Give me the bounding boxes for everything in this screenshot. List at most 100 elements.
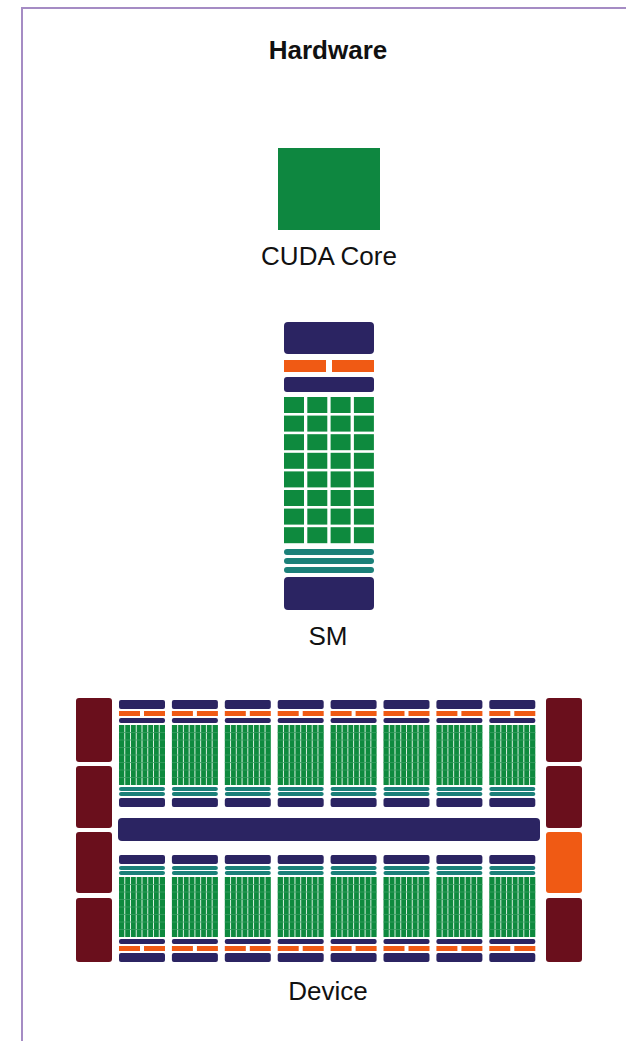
mini-core-line	[384, 769, 430, 771]
sm-core-cell	[307, 490, 327, 506]
mini-core-line	[278, 921, 324, 923]
mini-core-line	[225, 884, 271, 886]
mini-core-line	[119, 762, 165, 764]
mini-navy	[278, 953, 324, 962]
mini-teal	[331, 866, 377, 870]
mini-orange	[250, 946, 271, 951]
mini-orange	[303, 946, 324, 951]
mini-core-line	[172, 732, 218, 734]
mini-teal	[489, 787, 535, 791]
sm-core-cell	[307, 416, 327, 432]
mini-core-line	[172, 891, 218, 893]
mini-teal	[436, 866, 482, 870]
mini-core-line	[225, 769, 271, 771]
mini-orange	[197, 711, 218, 716]
mini-teal	[172, 792, 218, 796]
mini-core-line	[172, 884, 218, 886]
mini-core-line	[489, 777, 535, 779]
mini-core-line	[436, 914, 482, 916]
mini-core-line	[119, 921, 165, 923]
mini-navy	[331, 953, 377, 962]
mini-teal	[384, 871, 430, 875]
mini-navy	[119, 718, 165, 723]
mini-cores	[436, 725, 482, 785]
sm-core-cell	[354, 416, 374, 432]
mini-core-line	[225, 762, 271, 764]
mini-core-line	[278, 899, 324, 901]
device-side-block	[76, 832, 112, 893]
mini-navy	[436, 700, 482, 709]
mini-core-line	[119, 929, 165, 931]
mini-core-line	[331, 914, 377, 916]
mini-core-line	[489, 739, 535, 741]
mini-navy	[436, 798, 482, 807]
mini-core-line	[384, 732, 430, 734]
mini-core-line	[489, 921, 535, 923]
sm-teal-bar	[284, 567, 374, 573]
mini-navy	[172, 700, 218, 709]
mini-cores	[172, 725, 218, 785]
mini-core-line	[436, 884, 482, 886]
mini-orange	[144, 946, 165, 951]
mini-navy	[225, 953, 271, 962]
mini-cores	[331, 877, 377, 937]
mini-core-line	[436, 732, 482, 734]
mini-navy	[225, 718, 271, 723]
mini-orange	[119, 946, 140, 951]
mini-core-line	[278, 732, 324, 734]
mini-navy	[172, 855, 218, 864]
mini-teal	[278, 792, 324, 796]
mini-core-line	[489, 914, 535, 916]
mini-core-line	[489, 769, 535, 771]
mini-orange	[461, 946, 482, 951]
mini-core-line	[436, 769, 482, 771]
mini-core-line	[172, 914, 218, 916]
device-side-block	[76, 766, 112, 828]
mini-teal	[172, 871, 218, 875]
mini-cores	[278, 877, 324, 937]
mini-core-line	[331, 906, 377, 908]
device-side-block	[76, 898, 112, 962]
mini-core-line	[436, 929, 482, 931]
mini-teal	[225, 787, 271, 791]
mini-core-line	[331, 739, 377, 741]
mini-core-line	[225, 747, 271, 749]
mini-teal	[225, 866, 271, 870]
mini-teal	[489, 866, 535, 870]
mini-navy	[278, 939, 324, 944]
mini-core-line	[225, 777, 271, 779]
device-side-block	[546, 832, 582, 893]
sm-core-cell	[284, 434, 304, 450]
mini-teal	[489, 792, 535, 796]
mini-cores	[119, 877, 165, 937]
mini-core-line	[278, 884, 324, 886]
mini-core-line	[119, 747, 165, 749]
mini-core-line	[331, 899, 377, 901]
mini-orange	[225, 711, 246, 716]
mini-teal	[278, 871, 324, 875]
mini-orange	[384, 711, 405, 716]
mini-core-line	[489, 891, 535, 893]
mini-core-line	[436, 739, 482, 741]
mini-teal	[172, 787, 218, 791]
mini-core-line	[172, 921, 218, 923]
mini-core-line	[278, 769, 324, 771]
mini-navy	[119, 939, 165, 944]
mini-cores	[225, 877, 271, 937]
mini-core-line	[331, 747, 377, 749]
frame-border	[22, 8, 626, 1041]
mini-navy	[119, 953, 165, 962]
mini-core-line	[436, 747, 482, 749]
mini-core-line	[436, 762, 482, 764]
mini-core-line	[489, 899, 535, 901]
mini-teal	[331, 871, 377, 875]
mini-core-line	[436, 777, 482, 779]
mini-orange	[172, 946, 193, 951]
mini-core-line	[489, 929, 535, 931]
mini-core-line	[384, 906, 430, 908]
mini-navy	[436, 939, 482, 944]
mini-teal	[119, 787, 165, 791]
mini-teal	[384, 792, 430, 796]
sm-core-cell	[284, 416, 304, 432]
mini-core-line	[278, 762, 324, 764]
